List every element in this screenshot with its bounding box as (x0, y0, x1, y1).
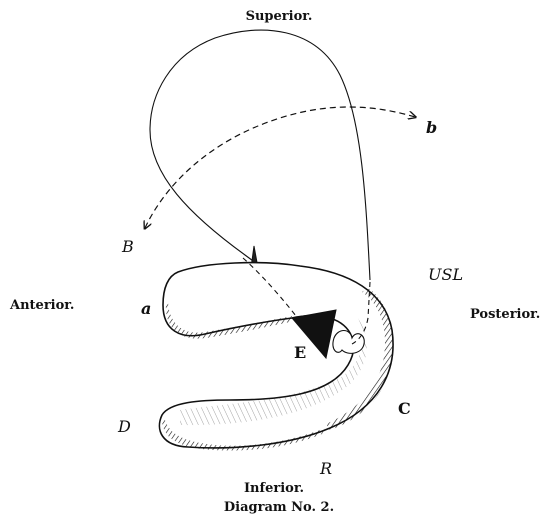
label-b: b (426, 118, 437, 137)
label-B: B (121, 237, 134, 256)
label-posterior: Posterior. (470, 307, 540, 322)
label-anterior: Anterior. (9, 298, 74, 313)
label-inferior: Inferior. (244, 481, 304, 496)
label-R: R (319, 459, 332, 478)
label-USL: USL (428, 265, 463, 284)
label-a: a (141, 299, 151, 318)
label-D: D (117, 417, 131, 436)
nodule (333, 331, 364, 354)
label-C: C (398, 399, 411, 418)
dashed-arrow-b (145, 107, 415, 228)
caption: Diagram No. 2. (224, 500, 334, 515)
label-superior: Superior. (246, 9, 313, 24)
label-E: E (294, 343, 306, 362)
